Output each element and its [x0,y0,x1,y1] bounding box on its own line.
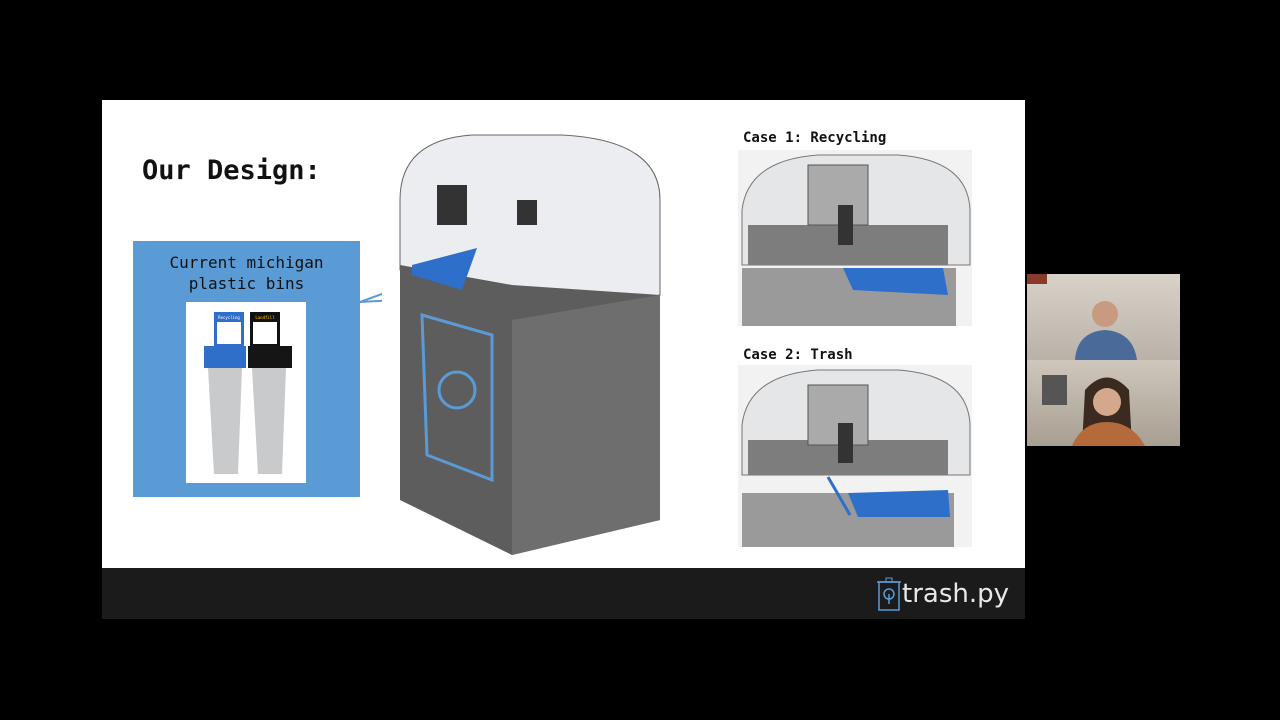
bin-label-landfill: Landfill [255,315,275,320]
participant-video-2[interactable] [1027,360,1180,446]
current-bins-panel: Current michigan plastic bins Recycling … [133,241,360,497]
design-render [382,130,680,558]
trash-can-tree-icon [877,577,901,611]
slide-title: Our Design: [142,155,321,186]
trash-py-logo: trash.py [876,576,1009,612]
current-bins-photo: Recycling Landfill [186,302,306,483]
case-1-label: Case 1: Recycling [743,130,887,146]
presentation-slide: Our Design: Current michigan plastic bin… [102,100,1025,568]
case-2-render [738,365,972,547]
bin-label-recycling: Recycling [218,315,240,320]
case-2-label: Case 2: Trash [743,347,853,363]
logo-text: trash.py [902,579,1009,609]
participant-video-1[interactable] [1027,274,1180,360]
current-bins-caption: Current michigan plastic bins [169,253,324,293]
slide-footer: trash.py [102,568,1025,619]
case-1-render [738,150,972,326]
